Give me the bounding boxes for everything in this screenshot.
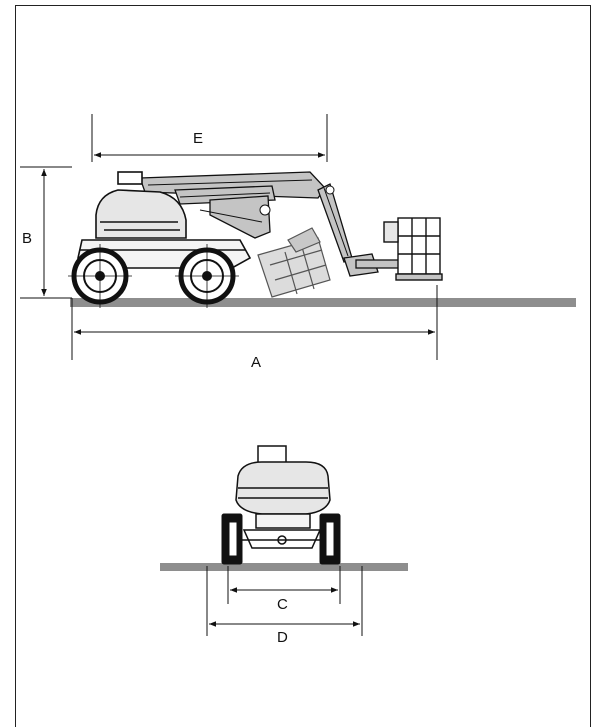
side-view: E B A <box>20 114 576 371</box>
dimension-d-label: D <box>277 629 288 646</box>
front-right-wheel <box>319 513 341 565</box>
dimension-e-label: E <box>193 130 203 147</box>
diagram-frame <box>15 5 591 727</box>
dimension-c <box>227 566 341 604</box>
rear-wheel <box>175 244 239 308</box>
front-left-wheel <box>221 513 243 565</box>
side-ground <box>70 298 576 307</box>
dimension-c-label: C <box>277 596 288 613</box>
front-wheel <box>68 244 132 308</box>
front-ground <box>160 563 408 571</box>
platform-basket <box>383 217 443 281</box>
dimension-d <box>206 566 363 636</box>
dimension-b-label: B <box>22 230 32 247</box>
dimension-e <box>91 114 328 162</box>
boom-arm <box>139 171 401 277</box>
front-view: C D <box>160 445 408 646</box>
dimension-a <box>71 285 438 360</box>
boom-lines <box>147 179 349 257</box>
lowered-basket <box>257 227 331 298</box>
dimension-a-label: A <box>251 354 261 371</box>
dimension-b <box>20 166 72 299</box>
front-body <box>235 445 331 549</box>
